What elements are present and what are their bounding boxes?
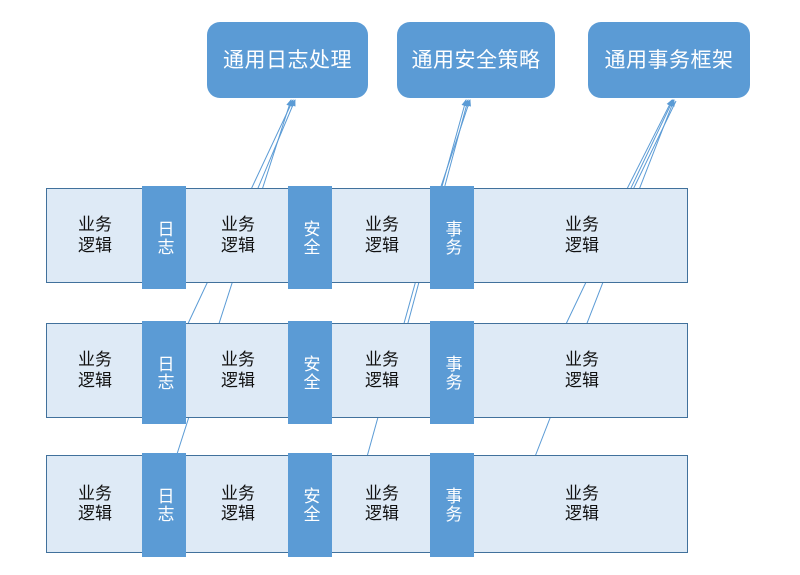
aspect-block-label: 安全 — [300, 354, 320, 391]
aspect-block-log-row-1[interactable]: 日志 — [142, 186, 186, 289]
business-logic-cell: 业务 逻辑 — [47, 456, 143, 552]
connector-txn-from-row3 — [521, 99, 675, 491]
business-logic-label: 业务 逻辑 — [78, 215, 112, 255]
aspect-block-txn-row-3[interactable]: 事务 — [430, 453, 474, 557]
aspect-block-label: 日志 — [154, 487, 174, 523]
business-logic-cell: 业务 逻辑 — [475, 189, 689, 282]
business-logic-label: 业务 逻辑 — [221, 483, 255, 523]
business-logic-cell: 业务 逻辑 — [47, 324, 143, 417]
connector-lines — [167, 99, 677, 501]
aspect-block-label: 事务 — [442, 219, 462, 256]
business-logic-label: 业务 逻辑 — [78, 350, 112, 390]
business-logic-cell: 业务 逻辑 — [187, 189, 289, 282]
business-logic-label: 业务 逻辑 — [565, 483, 599, 523]
aspect-block-label: 日志 — [154, 354, 174, 391]
aspect-block-sec-row-3[interactable]: 安全 — [288, 453, 332, 557]
aspect-block-log-row-3[interactable]: 日志 — [142, 453, 186, 557]
aspect-block-label: 事务 — [442, 487, 462, 523]
aspect-box-security[interactable]: 通用安全策略 — [397, 22, 555, 98]
aspect-block-txn-row-1[interactable]: 事务 — [430, 186, 474, 289]
aspect-block-label: 安全 — [300, 487, 320, 523]
business-logic-cell: 业务 逻辑 — [47, 189, 143, 282]
business-logic-cell: 业务 逻辑 — [187, 324, 289, 417]
business-logic-cell: 业务 逻辑 — [475, 324, 689, 417]
connector-sec-from-row3 — [354, 99, 468, 501]
aspect-box-label: 通用事务框架 — [604, 48, 734, 72]
aspect-box-label: 通用日志处理 — [223, 48, 352, 72]
aspect-box-label: 通用安全策略 — [411, 48, 541, 72]
aspect-block-sec-row-1[interactable]: 安全 — [288, 186, 332, 289]
business-logic-label: 业务 逻辑 — [221, 350, 255, 390]
business-logic-label: 业务 逻辑 — [365, 483, 399, 523]
business-logic-label: 业务 逻辑 — [78, 483, 112, 523]
aspect-block-log-row-2[interactable]: 日志 — [142, 321, 186, 424]
business-logic-cell: 业务 逻辑 — [333, 189, 431, 282]
business-logic-label: 业务 逻辑 — [565, 215, 599, 255]
business-logic-label: 业务 逻辑 — [365, 350, 399, 390]
business-logic-cell: 业务 逻辑 — [475, 456, 689, 552]
business-logic-label: 业务 逻辑 — [221, 215, 255, 255]
business-logic-label: 业务 逻辑 — [565, 350, 599, 390]
aspect-block-label: 事务 — [442, 354, 462, 391]
aspect-block-label: 安全 — [300, 219, 320, 256]
aspect-block-sec-row-2[interactable]: 安全 — [288, 321, 332, 424]
aspect-block-txn-row-2[interactable]: 事务 — [430, 321, 474, 424]
business-logic-cell: 业务 逻辑 — [333, 324, 431, 417]
business-logic-cell: 业务 逻辑 — [187, 456, 289, 552]
business-logic-label: 业务 逻辑 — [365, 215, 399, 255]
aspect-block-label: 日志 — [154, 219, 174, 256]
business-logic-cell: 业务 逻辑 — [333, 456, 431, 552]
connector-txn-extra-row1 — [627, 100, 677, 201]
connector-log-from-row3 — [167, 99, 293, 483]
aspect-box-transaction[interactable]: 通用事务框架 — [588, 22, 750, 98]
aspect-box-logging[interactable]: 通用日志处理 — [207, 22, 368, 98]
